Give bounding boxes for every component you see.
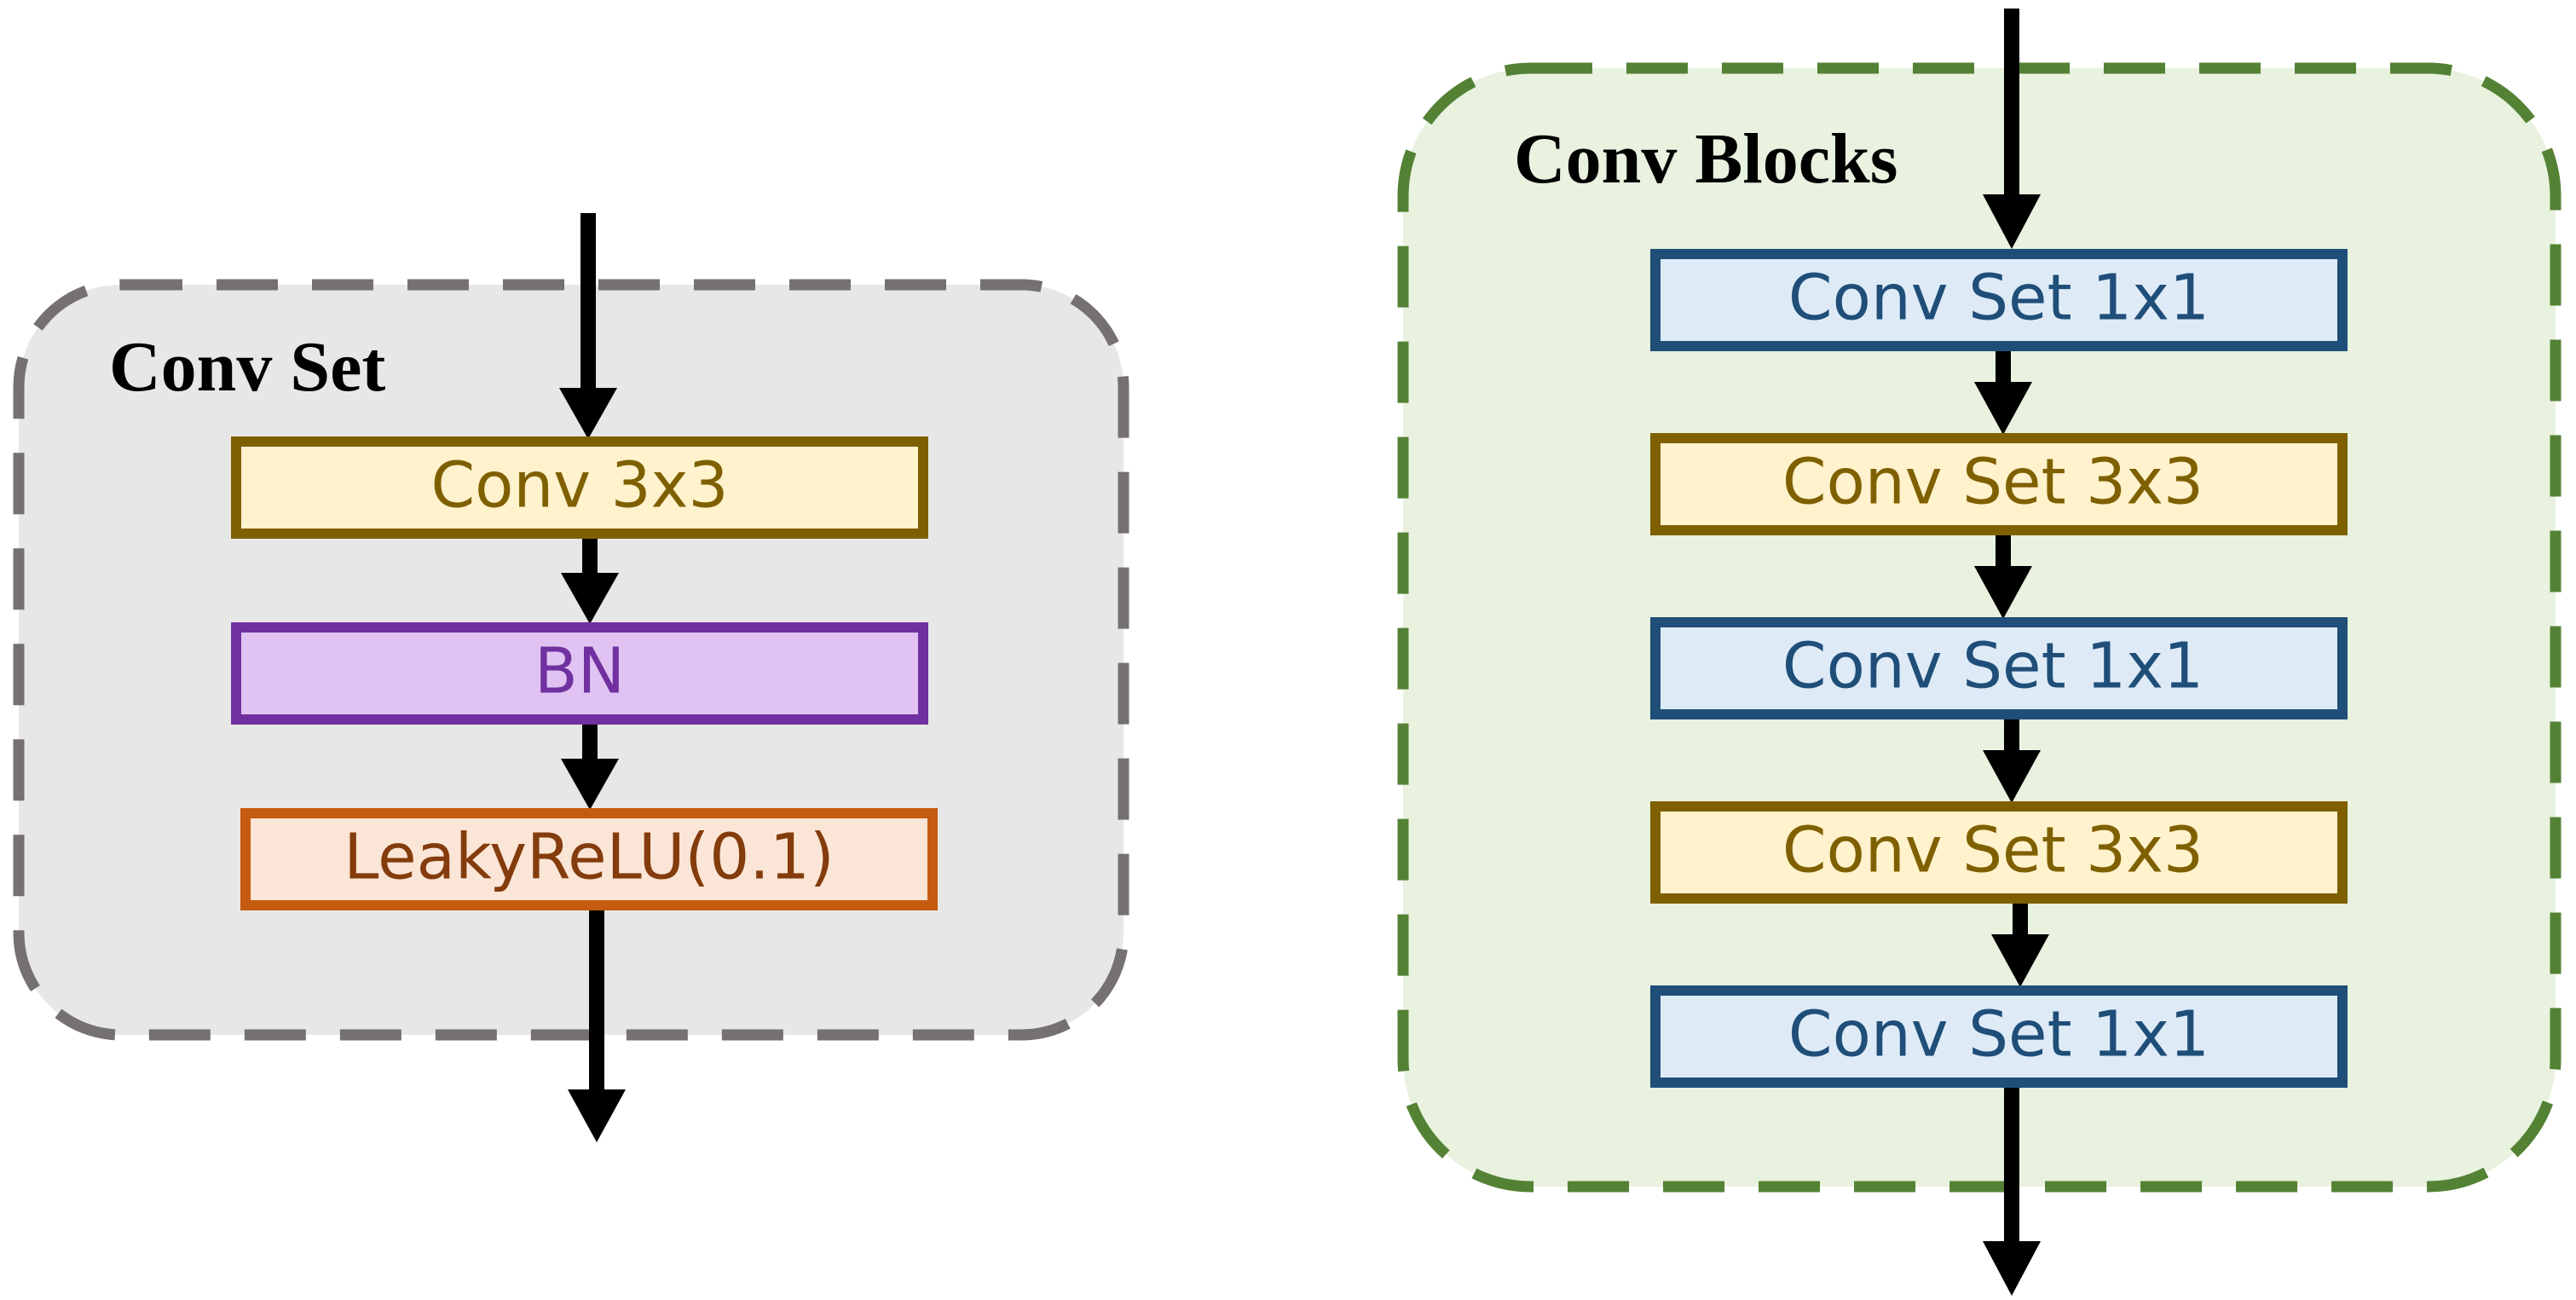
layer-label: BN (534, 635, 625, 708)
conv-blocks-title: Conv Blocks (1514, 119, 1897, 199)
layer-box (231, 436, 928, 539)
layer-leaky-relu: LeakyReLU(0.1) (240, 808, 938, 910)
arrow-head (561, 759, 619, 810)
output-arrow-head (1983, 1241, 2041, 1296)
block-conv-set-1x1: Conv Set 1x1 (1650, 617, 2348, 719)
block-box (1650, 617, 2348, 719)
input-arrow-head (559, 388, 617, 439)
block-label: Conv Set 3x3 (1782, 446, 2203, 519)
layer-box (240, 808, 938, 910)
layer-bn: BN (231, 622, 928, 725)
input-arrow-head (1983, 194, 2041, 249)
arrow-head (1974, 382, 2032, 435)
arrow-head (1974, 566, 2032, 619)
conv-set-panel: Conv Set Conv 3x3 BN LeakyReLU(0.1) (13, 213, 1129, 1142)
output-arrow-head (568, 1089, 626, 1142)
block-conv-set-3x3: Conv Set 3x3 (1650, 433, 2348, 535)
conv-blocks-arrows (1974, 9, 2049, 1296)
block-conv-set-3x3: Conv Set 3x3 (1650, 801, 2348, 904)
block-conv-set-1x1: Conv Set 1x1 (1650, 249, 2348, 351)
block-box (1650, 433, 2348, 535)
arrow-head (561, 573, 619, 624)
layer-label: LeakyReLU(0.1) (344, 821, 835, 894)
layer-conv-3x3: Conv 3x3 (231, 436, 928, 539)
arrow-head (1991, 934, 2049, 987)
conv-blocks-panel: Conv Blocks Conv Set 1x1 Conv Set 3x3 (1397, 9, 2562, 1296)
block-label: Conv Set 1x1 (1788, 998, 2209, 1072)
block-box (1650, 985, 2348, 1088)
block-label: Conv Set 1x1 (1782, 630, 2203, 703)
conv-set-title: Conv Set (109, 327, 385, 407)
block-conv-set-1x1: Conv Set 1x1 (1650, 985, 2348, 1088)
layer-box (231, 622, 928, 725)
conv-set-arrows (559, 213, 626, 1142)
arrow-head (1983, 750, 2041, 803)
block-box (1650, 249, 2348, 351)
block-label: Conv Set 1x1 (1788, 262, 2209, 335)
layer-label: Conv 3x3 (430, 449, 728, 523)
block-label: Conv Set 3x3 (1782, 814, 2203, 887)
block-box (1650, 801, 2348, 904)
